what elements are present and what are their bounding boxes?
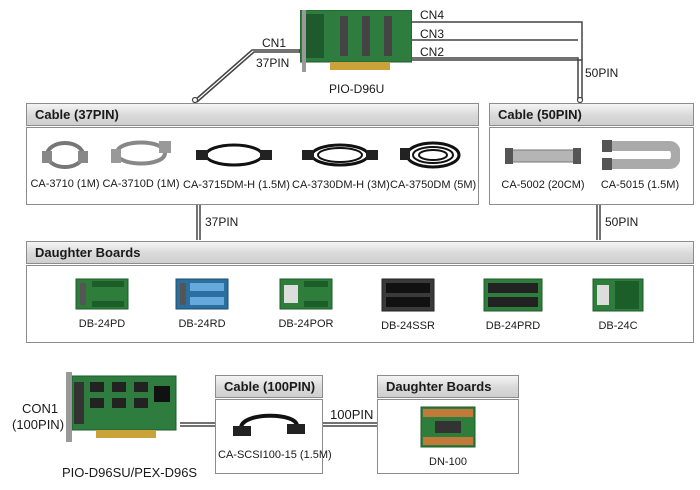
- cable50-header: Cable (50PIN): [489, 103, 694, 126]
- cable100-title: Cable (100PIN): [224, 379, 316, 394]
- pci-card-icon: [299, 9, 413, 72]
- cn2-label: CN2: [420, 45, 445, 59]
- pio-d96u-card: [299, 9, 413, 72]
- daughter-board-item[interactable]: DB-24RD: [162, 277, 242, 330]
- dn100-board-icon: [420, 406, 476, 448]
- cable100-header: Cable (100PIN): [215, 375, 323, 398]
- scsi-cable-icon: [233, 413, 305, 436]
- cable-item[interactable]: CA-3710 (1M): [30, 135, 100, 190]
- relay-board-icon: [175, 278, 229, 310]
- link100-label: 100PIN: [330, 407, 374, 422]
- relay-board-icon: [483, 278, 543, 312]
- ssr-board-icon: [381, 278, 435, 312]
- terminal-board-icon: [279, 278, 333, 310]
- pin50-label: 50PIN: [585, 66, 619, 80]
- junction-dot: [191, 96, 199, 104]
- cable-item[interactable]: CA-3710D (1M): [102, 135, 180, 190]
- con1-pin-label: (100PIN): [12, 417, 65, 432]
- board-caption: DN-100: [429, 456, 467, 468]
- daughter-board-item[interactable]: DB-24PD: [62, 277, 142, 330]
- board-caption: DB-24POR: [278, 318, 334, 330]
- pin37-label: 37PIN: [256, 56, 290, 70]
- board-caption: DB-24RD: [178, 318, 226, 330]
- black-coiled-cable-icon: [400, 141, 461, 169]
- daughter-board-item[interactable]: DB-24PRD: [472, 277, 554, 332]
- link37-label: 37PIN: [205, 215, 239, 229]
- bottom-db-header: Daughter Boards: [377, 375, 519, 398]
- cn1-label: CN1: [262, 36, 287, 50]
- cable-item[interactable]: CA-5015 (1.5M): [597, 138, 683, 191]
- cable37-title: Cable (37PIN): [35, 107, 119, 122]
- daughter-panel: [26, 265, 694, 343]
- cable-item[interactable]: CA-3730DM-H (3M): [292, 138, 390, 191]
- black-coiled-cable-icon: [196, 143, 272, 167]
- pio-d96su-card: [66, 372, 178, 442]
- cable-caption: CA-5002 (20CM): [501, 179, 585, 191]
- cable-item[interactable]: CA-SCSI100-15 (1.5M): [218, 408, 332, 461]
- gray-coiled-cable-icon: [111, 140, 171, 166]
- link50-label: 50PIN: [605, 215, 639, 229]
- board-caption: DB-24PRD: [485, 320, 541, 332]
- terminal-board-icon: [592, 278, 644, 312]
- junction-dot: [576, 96, 584, 104]
- daughter-board-item[interactable]: DB-24SSR: [368, 277, 448, 332]
- cable-caption: CA-3730DM-H (3M): [292, 179, 390, 191]
- daughter-board-item[interactable]: DN-100: [398, 405, 498, 468]
- terminal-board-icon: [75, 278, 129, 310]
- cable-caption: CA-SCSI100-15 (1.5M): [218, 449, 332, 461]
- cable-item[interactable]: CA-5002 (20CM): [499, 140, 587, 191]
- cable-item[interactable]: CA-3750DM (5M): [390, 138, 476, 191]
- cable-caption: CA-3715DM-H (1.5M): [183, 179, 290, 191]
- card-name: PIO-D96U: [329, 82, 385, 96]
- cn4-label: CN4: [420, 8, 445, 22]
- board-caption: DB-24C: [598, 320, 638, 332]
- board-caption: DB-24PD: [78, 318, 126, 330]
- black-coiled-cable-icon: [302, 143, 378, 167]
- ribbon-cable-icon: [505, 148, 581, 164]
- pci-card-icon: [66, 372, 177, 442]
- cable-caption: CA-3710 (1M): [30, 178, 100, 190]
- con1-label: CON1: [22, 401, 59, 416]
- bottom-card-name: PIO-D96SU/PEX-D96S: [62, 465, 198, 480]
- cable-caption: CA-3750DM (5M): [390, 179, 477, 191]
- board-caption: DB-24SSR: [381, 320, 435, 332]
- bottom-db-title: Daughter Boards: [386, 379, 492, 394]
- cable-caption: CA-3710D (1M): [102, 178, 180, 190]
- cable37-panel: [26, 127, 479, 205]
- cable100-panel: [215, 399, 323, 474]
- cable37-header: Cable (37PIN): [26, 103, 479, 126]
- daughter-board-item[interactable]: DB-24POR: [264, 277, 348, 330]
- gray-coiled-cable-icon: [42, 141, 88, 169]
- cable-caption: CA-5015 (1.5M): [600, 179, 680, 191]
- daughter-header: Daughter Boards: [26, 241, 694, 264]
- cable50-title: Cable (50PIN): [498, 107, 582, 122]
- ribbon-cable-icon: [602, 140, 681, 170]
- cn3-label: CN3: [420, 27, 445, 41]
- daughter-title: Daughter Boards: [35, 245, 141, 260]
- cable-item[interactable]: CA-3715DM-H (1.5M): [183, 138, 290, 191]
- daughter-board-item[interactable]: DB-24C: [578, 277, 658, 332]
